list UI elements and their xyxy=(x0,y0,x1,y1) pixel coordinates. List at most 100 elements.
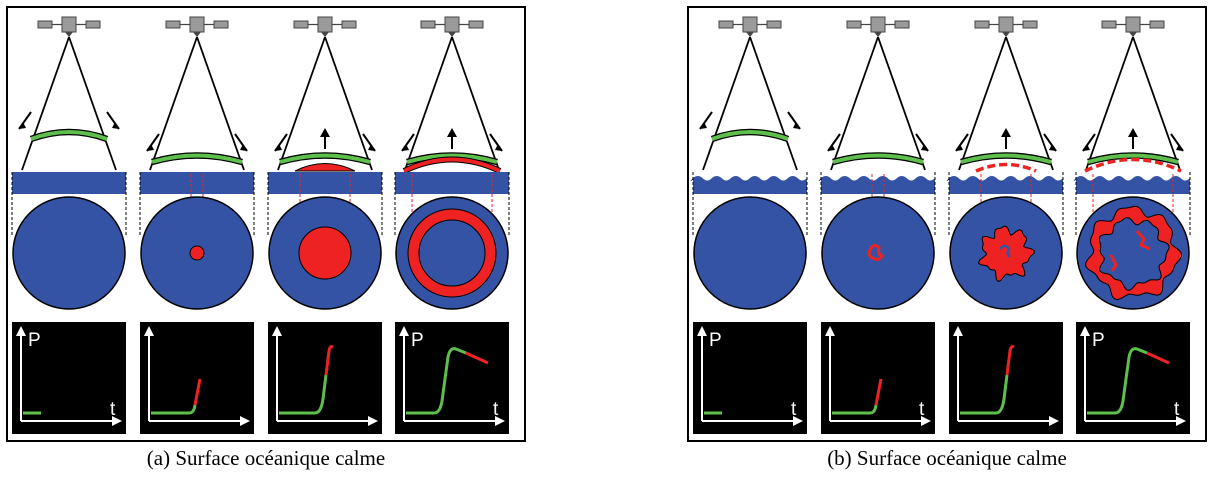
ocean-surface-rough xyxy=(818,176,935,194)
echo-dashed xyxy=(975,162,1037,173)
satellite-icon xyxy=(37,16,101,37)
echo-annulus-inner xyxy=(418,219,486,287)
waveform-plot xyxy=(268,322,382,434)
up-arrow-icon xyxy=(320,128,330,137)
arrow-left-icon xyxy=(402,144,409,151)
satellite-body xyxy=(61,16,77,33)
pulse-front xyxy=(832,153,924,164)
beam-edge-left xyxy=(21,36,70,171)
step-4: Pt xyxy=(394,16,510,434)
satellite-icon xyxy=(974,16,1038,37)
satellite-icon xyxy=(293,16,357,37)
echo-ring xyxy=(403,157,501,173)
echo-cap xyxy=(294,163,356,172)
arrow-left-icon xyxy=(19,122,26,129)
waveform-green xyxy=(151,404,197,415)
x-axis-label: t xyxy=(110,399,116,420)
x-axis-arrow-icon xyxy=(240,416,250,426)
beam-edge-right xyxy=(196,36,245,171)
arrow-right-icon xyxy=(368,144,375,151)
solar-panel-left xyxy=(974,20,990,29)
satellite-body xyxy=(444,16,460,33)
arrow-right-icon xyxy=(495,144,502,151)
y-axis-arrow-icon xyxy=(399,326,409,336)
waveform-plot: t xyxy=(821,322,935,434)
solar-panel-left xyxy=(846,20,862,29)
y-axis-arrow-icon xyxy=(825,326,835,336)
antenna-icon xyxy=(874,32,882,37)
solar-panel-left xyxy=(165,20,181,29)
x-axis-label: t xyxy=(791,399,797,420)
y-axis-label: P xyxy=(411,330,424,351)
pulse-front xyxy=(406,153,498,164)
x-axis-label: t xyxy=(1174,399,1180,420)
arrow-left-icon xyxy=(956,144,963,151)
waveform-plot xyxy=(140,322,254,434)
waveform-red xyxy=(1146,351,1170,365)
plot-background xyxy=(693,322,807,434)
solar-panel-right xyxy=(213,20,229,29)
solar-panel-left xyxy=(293,20,309,29)
antenna-icon xyxy=(193,32,201,37)
plot-background xyxy=(12,322,126,434)
solar-panel-left xyxy=(1101,20,1117,29)
beam-edge-right xyxy=(451,36,500,171)
pulse-front xyxy=(30,130,108,141)
satellite-icon xyxy=(1101,16,1165,37)
x-axis-label: t xyxy=(919,399,925,420)
beam-edge-right xyxy=(1132,36,1181,171)
arrow-left-icon xyxy=(700,122,707,129)
x-axis-arrow-icon xyxy=(495,416,505,426)
plot-background xyxy=(821,322,935,434)
beam-edge-right xyxy=(324,36,373,171)
arrow-left-icon xyxy=(275,144,282,151)
y-axis-arrow-icon xyxy=(1080,326,1090,336)
step-2: t xyxy=(818,16,936,434)
step-2 xyxy=(139,16,255,434)
waveform-green xyxy=(1087,347,1148,415)
waveform-red xyxy=(324,345,334,376)
waveform-plot: Pt xyxy=(1076,322,1190,434)
up-arrow-icon xyxy=(1001,128,1011,137)
ocean-surface-rough xyxy=(690,176,807,194)
echo-disc xyxy=(298,226,352,280)
ocean-surface xyxy=(268,172,382,194)
y-axis-arrow-icon xyxy=(16,326,26,336)
arrow-right-icon xyxy=(112,122,119,129)
beam-edge-left xyxy=(958,36,1007,171)
up-arrow-icon xyxy=(1128,128,1138,137)
step-1: Pt xyxy=(690,16,808,434)
waveform-green xyxy=(279,374,328,415)
x-axis-arrow-icon xyxy=(793,416,803,426)
echo-fragment-1 xyxy=(1135,230,1151,251)
waveform-red xyxy=(465,351,489,365)
beam-edge-right xyxy=(68,36,117,171)
pulse-front xyxy=(960,153,1052,164)
satellite-body xyxy=(870,16,886,33)
waveform-plot: Pt xyxy=(693,322,807,434)
ocean-surface xyxy=(140,172,254,194)
satellite-body xyxy=(742,16,758,33)
pulse-front xyxy=(279,153,371,164)
satellite-icon xyxy=(165,16,229,37)
plot-background xyxy=(395,322,509,434)
echo-rough-annulus-inner xyxy=(1098,217,1170,291)
waveform-red xyxy=(1005,345,1015,376)
echo-hole xyxy=(999,244,1011,258)
arrow-right-icon xyxy=(793,122,800,129)
arrow-right-icon xyxy=(240,144,247,151)
ocean-surface xyxy=(395,172,509,194)
y-axis-arrow-icon xyxy=(953,326,963,336)
ocean-surface-rough xyxy=(946,176,1063,194)
ocean-surface xyxy=(12,172,126,194)
satellite-icon xyxy=(846,16,910,37)
beam-edge-left xyxy=(702,36,751,171)
x-axis-arrow-icon xyxy=(368,416,378,426)
waveform-plot xyxy=(949,322,1063,434)
beam-edge-left xyxy=(830,36,879,171)
x-axis-arrow-icon xyxy=(1049,416,1059,426)
waveform-plot: Pt xyxy=(395,322,509,434)
up-arrow-icon xyxy=(447,128,457,137)
